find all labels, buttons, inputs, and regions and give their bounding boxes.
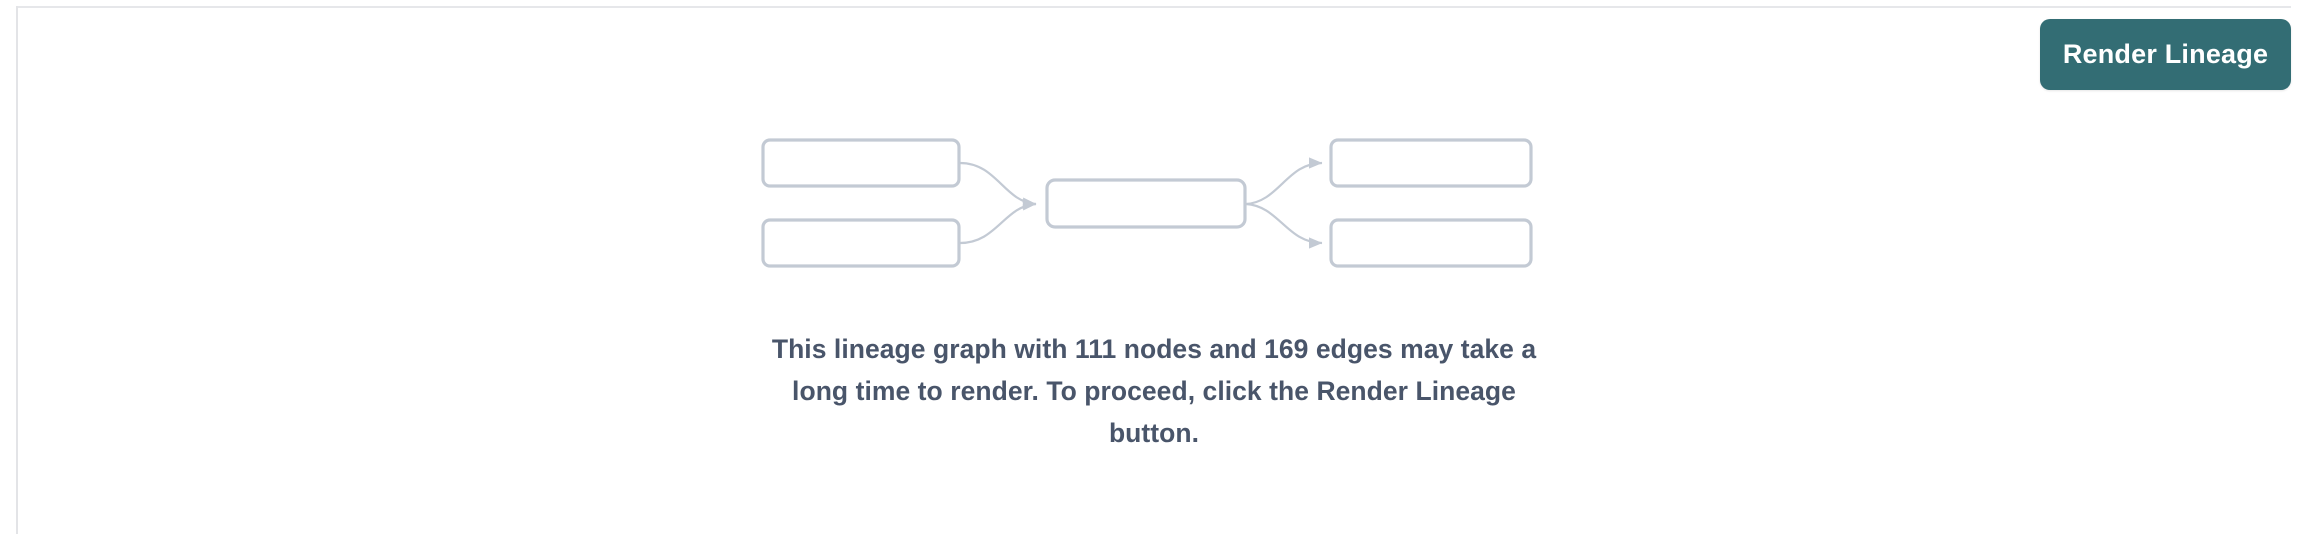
illustration-node-downstream-2 bbox=[1329, 218, 1533, 268]
illustration-node-focus bbox=[1045, 178, 1247, 229]
panel-left-divider bbox=[16, 6, 18, 534]
edge-upstream1-to-focus bbox=[959, 161, 1037, 209]
illustration-node-upstream-1 bbox=[761, 138, 961, 188]
render-lineage-button[interactable]: Render Lineage bbox=[2040, 19, 2291, 90]
edge-focus-to-downstream1 bbox=[1245, 157, 1323, 206]
lineage-empty-state-message: This lineage graph with 111 nodes and 16… bbox=[771, 334, 1537, 448]
lineage-graph-illustration bbox=[761, 138, 1533, 268]
panel-top-divider bbox=[16, 6, 2291, 8]
illustration-node-downstream-1 bbox=[1329, 138, 1533, 188]
edge-focus-to-downstream2 bbox=[1245, 202, 1323, 249]
illustration-node-upstream-2 bbox=[761, 218, 961, 268]
edge-upstream2-to-focus bbox=[959, 199, 1037, 245]
